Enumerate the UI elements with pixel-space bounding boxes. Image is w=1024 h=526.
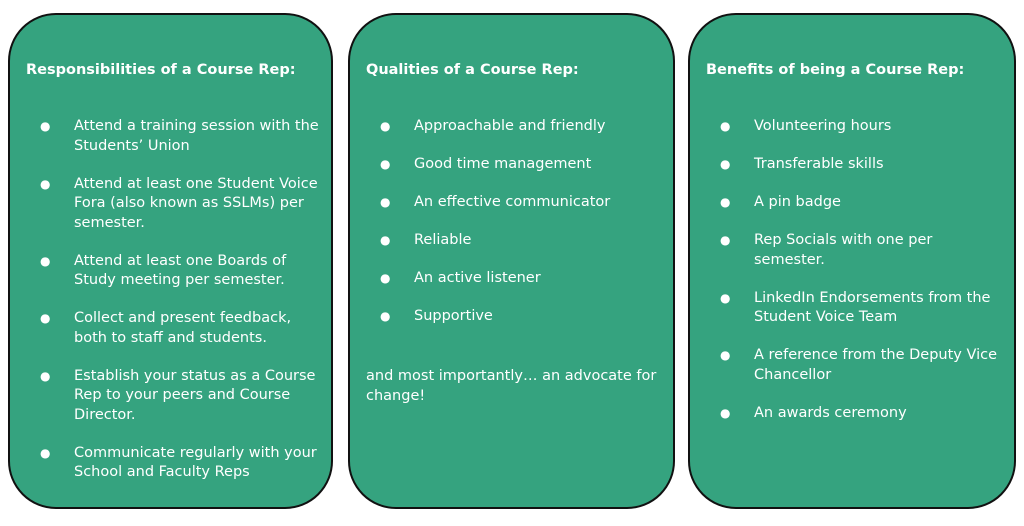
bullet-dot-icon: ●	[380, 119, 391, 133]
list-item-text: Transferable skills	[754, 156, 884, 172]
closing-statement: and most importantly… an advocate for ch…	[366, 368, 657, 404]
list-item: ● Attend a training session with the Stud…	[26, 117, 321, 156]
list-item-text: Attend at least one Boards of Study meet…	[74, 252, 287, 289]
bullet-dot-icon: ●	[40, 176, 51, 191]
list-item: ● An awards ceremony	[706, 404, 1004, 424]
list-item: ● Approachable and friendly	[366, 117, 663, 137]
bullet-dot-icon: ●	[720, 348, 731, 362]
list-item: ● Attend at least one Boards of Study mee…	[26, 252, 321, 291]
benefits-list: ● Volunteering hours ● Transferable skills…	[706, 117, 1004, 442]
list-item-text: A pin badge	[754, 194, 841, 210]
list-item: ● LinkedIn Endorsements from the Student …	[706, 289, 1004, 328]
list-item: ● An active listener	[366, 269, 663, 289]
responsibilities-list: ● Attend a training session with the Stud…	[26, 117, 321, 501]
list-item-text: A reference from the Deputy Vice Chancel…	[754, 347, 998, 383]
card-title: Benefits of being a Course Rep:	[706, 62, 965, 78]
list-item-text: Reliable	[414, 232, 472, 248]
qualities-list: ● Approachable and friendly ● Good time ma…	[366, 117, 663, 345]
bullet-dot-icon: ●	[380, 195, 391, 209]
list-item-text: Volunteering hours	[754, 118, 892, 134]
list-item-text: Rep Socials with one per semester.	[754, 232, 933, 268]
bullet-dot-icon: ●	[380, 157, 391, 171]
list-item: ● A reference from the Deputy Vice Chance…	[706, 346, 1004, 385]
list-item: ● Supportive	[366, 307, 663, 327]
bullet-dot-icon: ●	[40, 311, 51, 325]
list-item-text: Good time management	[414, 156, 592, 172]
benefits-card: Benefits of being a Course Rep: ● Volunte…	[688, 13, 1016, 509]
list-item: ● An effective communicator	[366, 193, 663, 213]
bullet-dot-icon: ●	[380, 233, 391, 247]
list-item: ● Establish your status as a Course Rep t…	[26, 367, 321, 426]
bullet-dot-icon: ●	[40, 368, 51, 383]
bullet-dot-icon: ●	[40, 119, 51, 133]
list-item-text: Approachable and friendly	[414, 118, 606, 134]
qualities-card: Qualities of a Course Rep: ● Approachable…	[348, 13, 675, 509]
bullet-dot-icon: ●	[720, 195, 731, 209]
list-item-text: Collect and present feedback, both to st…	[74, 310, 292, 346]
bullet-dot-icon: ●	[40, 253, 51, 268]
card-title: Responsibilities of a Course Rep:	[26, 62, 296, 78]
list-item-text: An effective communicator	[414, 194, 611, 210]
list-item: ● Good time management	[366, 155, 663, 175]
list-item: ● Communicate regularly with your School …	[26, 444, 321, 483]
list-item-text: An active listener	[414, 270, 541, 286]
bullet-dot-icon: ●	[720, 290, 731, 305]
list-item: ● Transferable skills	[706, 155, 1004, 175]
responsibilities-card: Responsibilities of a Course Rep: ● Atten…	[8, 13, 333, 509]
list-item-text: Attend a training session with the Stude…	[74, 118, 319, 154]
list-item: ● Volunteering hours	[706, 117, 1004, 137]
bullet-dot-icon: ●	[720, 405, 731, 420]
list-item: ● Rep Socials with one per semester.	[706, 231, 1004, 270]
bullet-dot-icon: ●	[380, 271, 391, 285]
list-item-text: Establish your status as a Course Rep to…	[74, 367, 316, 423]
list-item-text: Attend at least one Student Voice Fora (…	[74, 175, 318, 231]
list-item-text: Communicate regularly with your School a…	[74, 444, 317, 481]
list-item: ● Reliable	[366, 231, 663, 251]
bullet-dot-icon: ●	[720, 157, 731, 171]
list-item-text: An awards ceremony	[754, 404, 907, 421]
bullet-dot-icon: ●	[380, 309, 391, 323]
bullet-dot-icon: ●	[720, 119, 731, 133]
list-item-text: LinkedIn Endorsements from the Student V…	[754, 289, 991, 326]
list-item: ● Attend at least one Student Voice Fora …	[26, 175, 321, 234]
card-title: Qualities of a Course Rep:	[366, 62, 579, 78]
bullet-dot-icon: ●	[40, 445, 51, 460]
list-item: ● A pin badge	[706, 193, 1004, 213]
bullet-dot-icon: ●	[720, 233, 731, 247]
list-item-text: Supportive	[414, 308, 493, 324]
list-item: ● Collect and present feedback, both to s…	[26, 309, 321, 348]
